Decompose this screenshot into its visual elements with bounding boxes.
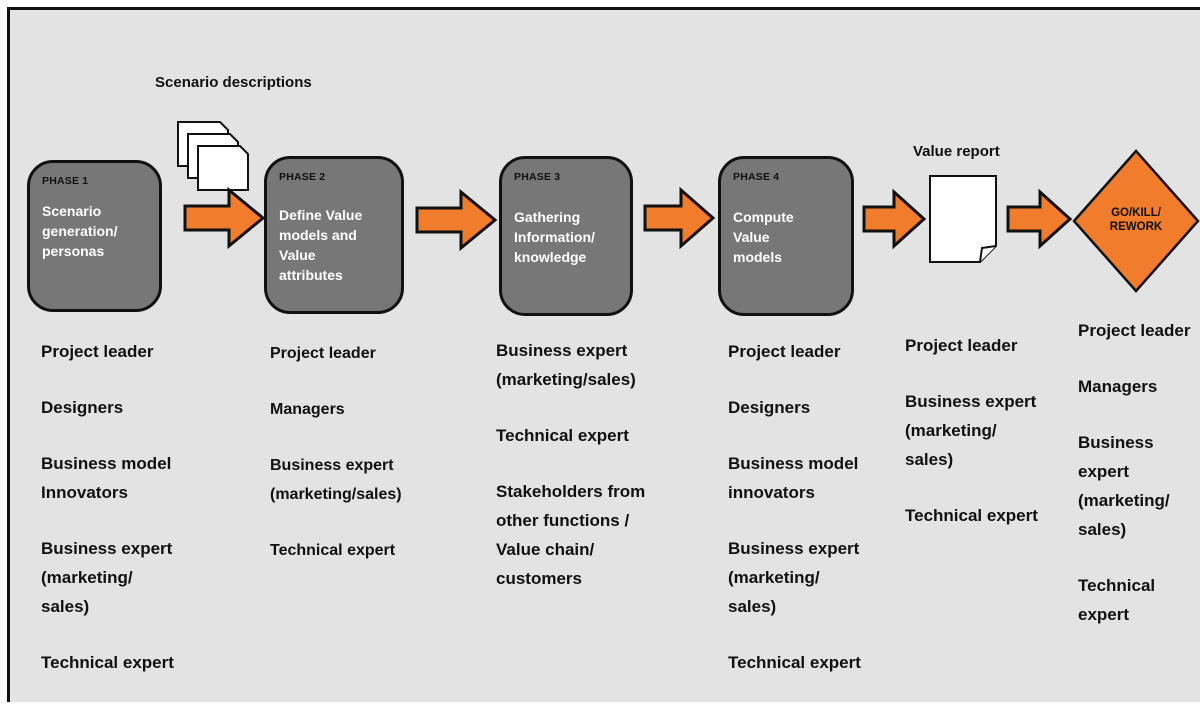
role-item: Business expert (marketing/ sales) xyxy=(1078,433,1170,539)
role-item: Technical expert xyxy=(905,506,1038,525)
role-item: Project leader xyxy=(1078,321,1191,340)
value-report-roles: Project leader Business expert (marketin… xyxy=(905,331,1070,557)
arrow-phase2-to-phase3-icon xyxy=(415,188,498,252)
arrow-phase1-to-phase2-icon xyxy=(183,186,266,250)
decision-label: GO/KILL/ REWORK xyxy=(1109,207,1163,233)
phase-1-description: Scenario generation/ personas xyxy=(42,203,118,259)
role-item: Project leader xyxy=(905,336,1018,355)
role-item: Business expert (marketing/sales) xyxy=(270,457,402,503)
phase-4-number: PHASE 4 xyxy=(733,171,780,183)
role-item: Business expert (marketing/ sales) xyxy=(728,539,860,616)
role-item: Technical expert xyxy=(41,653,174,672)
phase-1-number: PHASE 1 xyxy=(42,175,89,187)
phase-4-box: PHASE 4 Compute Value models xyxy=(718,156,854,316)
role-item: Designers xyxy=(41,398,124,417)
role-item: Project leader xyxy=(728,342,841,361)
arrow-phase4-to-report-icon xyxy=(862,188,927,250)
role-item: Project leader xyxy=(41,342,154,361)
decision-roles: Project leader Managers Business expert … xyxy=(1078,316,1200,656)
phase-3-roles: Business expert (marketing/sales) Techni… xyxy=(496,336,716,620)
phase-1-box: PHASE 1 Scenario generation/ personas xyxy=(27,160,162,312)
role-item: Designers xyxy=(728,398,811,417)
arrow-phase3-to-phase4-icon xyxy=(643,186,716,250)
role-item: Stakeholders from other functions / Valu… xyxy=(496,482,646,588)
role-item: Managers xyxy=(1078,377,1158,396)
value-report-label: Value report xyxy=(913,143,1000,160)
scenario-descriptions-label: Scenario descriptions xyxy=(155,74,312,91)
phase-1-roles: Project leader Designers Business model … xyxy=(41,337,231,704)
role-item: Project leader xyxy=(270,345,376,362)
phase-2-box: PHASE 2 Define Value models and Value at… xyxy=(264,156,404,314)
role-item: Technical expert xyxy=(1078,576,1156,624)
phase-4-roles: Project leader Designers Business model … xyxy=(728,337,908,704)
scenario-documents-icon xyxy=(177,121,249,191)
role-item: Managers xyxy=(270,401,345,418)
phase-3-description: Gathering Information/ knowledge xyxy=(514,209,595,265)
value-report-document-icon xyxy=(929,175,997,263)
phase-2-number: PHASE 2 xyxy=(279,171,326,183)
role-item: Business model innovators xyxy=(728,454,859,502)
phase-2-roles: Project leader Managers Business expert … xyxy=(270,339,490,592)
phase-2-description: Define Value models and Value attributes xyxy=(279,207,363,283)
role-item: Technical expert xyxy=(728,653,861,672)
role-item: Business model Innovators xyxy=(41,454,172,502)
role-item: Business expert (marketing/ sales) xyxy=(41,539,173,616)
role-item: Technical expert xyxy=(496,426,629,445)
role-item: Technical expert xyxy=(270,542,396,559)
role-item: Business expert (marketing/ sales) xyxy=(905,392,1037,469)
go-kill-rework-decision-diamond xyxy=(1072,149,1200,293)
diagram-canvas: Scenario descriptions PHASE 1 Scenario g… xyxy=(7,7,1200,702)
phase-3-number: PHASE 3 xyxy=(514,171,561,183)
arrow-report-to-decision-icon xyxy=(1006,188,1073,250)
phase-4-description: Compute Value models xyxy=(733,209,794,265)
role-item: Business expert (marketing/sales) xyxy=(496,341,636,389)
phase-3-box: PHASE 3 Gathering Information/ knowledge xyxy=(499,156,633,316)
